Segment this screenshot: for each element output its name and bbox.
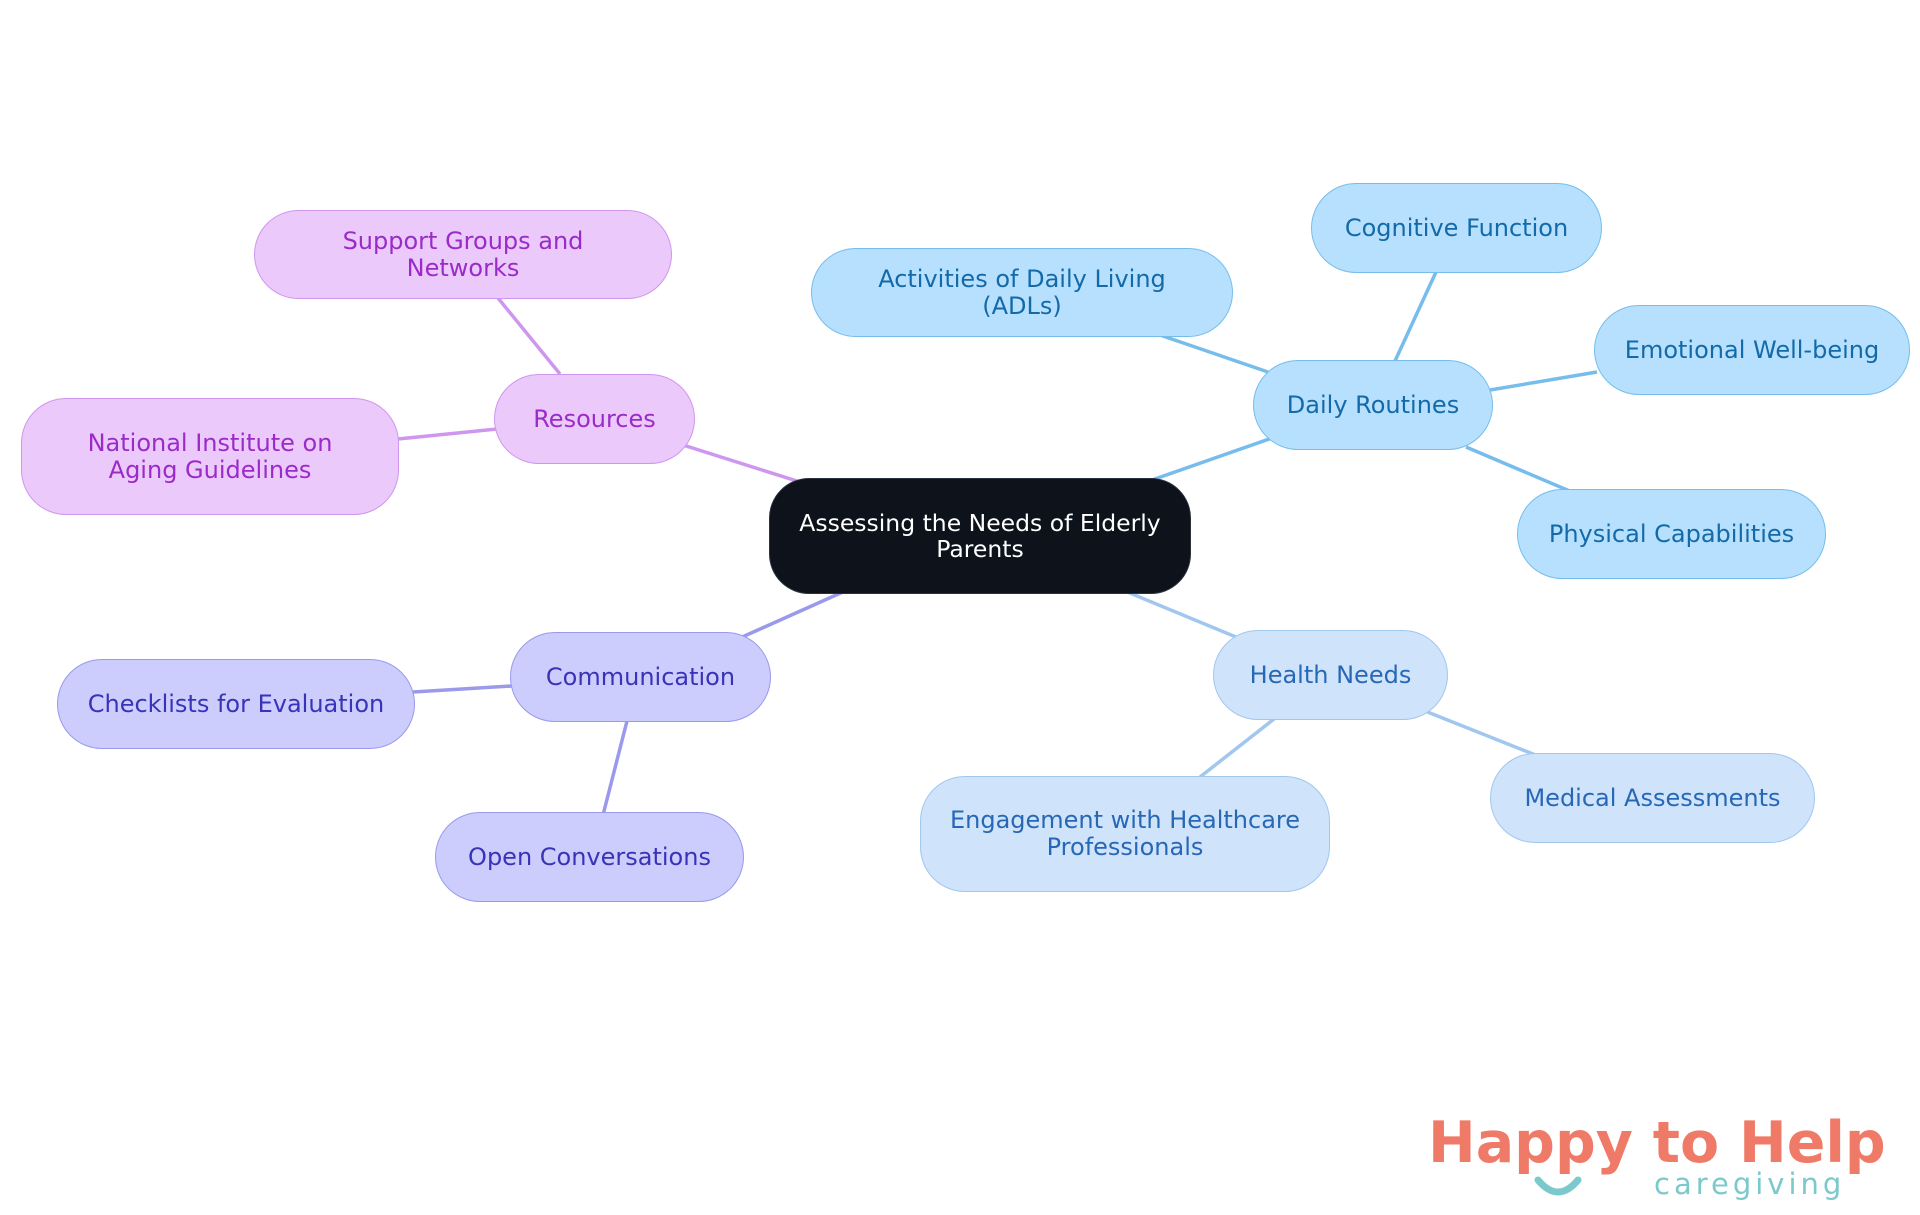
connector-health-engagement bbox=[1198, 717, 1276, 779]
logo-subtitle: caregiving bbox=[1654, 1167, 1845, 1201]
connector-root-communication bbox=[739, 589, 846, 640]
leaf-adls: Activities of Daily Living (ADLs) bbox=[811, 248, 1233, 337]
connector-daily-adls bbox=[1159, 333, 1269, 374]
leaf-nia-guidelines-label: National Institute on Aging Guidelines bbox=[87, 428, 333, 484]
leaf-open-conversations-label: Open Conversations bbox=[468, 842, 711, 871]
logo-title: Happy to Help bbox=[1428, 1110, 1886, 1176]
leaf-emotional-well-being-label: Emotional Well-being bbox=[1624, 335, 1880, 364]
branch-health-needs: Health Needs bbox=[1213, 630, 1448, 720]
branch-daily-routines-label: Daily Routines bbox=[1286, 390, 1460, 419]
leaf-support-groups: Support Groups and Networks bbox=[254, 210, 672, 299]
leaf-cognitive-function: Cognitive Function bbox=[1311, 183, 1602, 273]
connector-communication-open bbox=[601, 720, 629, 816]
smile-icon bbox=[1534, 1176, 1582, 1196]
connector-daily-physical bbox=[1465, 445, 1573, 494]
branch-communication-label: Communication bbox=[545, 662, 736, 691]
connector-root-resources bbox=[682, 443, 801, 484]
leaf-support-groups-label: Support Groups and Networks bbox=[342, 226, 584, 282]
connector-daily-emotional bbox=[1489, 370, 1598, 392]
leaf-emotional-well-being: Emotional Well-being bbox=[1594, 305, 1910, 395]
connector-resources-support bbox=[496, 296, 562, 376]
leaf-engagement-healthcare: Engagement with Healthcare Professionals bbox=[920, 776, 1330, 892]
connector-communication-checklists bbox=[412, 684, 513, 694]
leaf-engagement-healthcare-label: Engagement with Healthcare Professionals bbox=[949, 806, 1301, 861]
root-node-label: Assessing the Needs of Elderly Parents bbox=[799, 508, 1161, 563]
leaf-medical-assessments-label: Medical Assessments bbox=[1524, 783, 1781, 812]
leaf-nia-guidelines: National Institute on Aging Guidelines bbox=[21, 398, 399, 515]
leaf-cognitive-function-label: Cognitive Function bbox=[1344, 213, 1569, 242]
branch-daily-routines: Daily Routines bbox=[1253, 360, 1493, 450]
branch-communication: Communication bbox=[510, 632, 771, 722]
leaf-checklists: Checklists for Evaluation bbox=[57, 659, 415, 749]
leaf-checklists-label: Checklists for Evaluation bbox=[87, 689, 385, 718]
connector-daily-cognitive bbox=[1393, 271, 1438, 362]
connector-health-medical bbox=[1424, 709, 1539, 758]
branch-health-needs-label: Health Needs bbox=[1249, 660, 1412, 689]
connector-root-daily-routines bbox=[1151, 435, 1276, 482]
leaf-adls-label: Activities of Daily Living (ADLs) bbox=[878, 264, 1166, 320]
company-logo: Happy to Help caregiving bbox=[1428, 1110, 1886, 1201]
connector-resources-nia bbox=[397, 427, 498, 441]
root-node: Assessing the Needs of Elderly Parents bbox=[769, 478, 1191, 594]
branch-resources-label: Resources bbox=[533, 404, 656, 433]
leaf-open-conversations: Open Conversations bbox=[435, 812, 744, 902]
connector-root-health-needs bbox=[1124, 589, 1237, 639]
leaf-physical-capabilities-label: Physical Capabilities bbox=[1548, 519, 1795, 548]
leaf-medical-assessments: Medical Assessments bbox=[1490, 753, 1815, 843]
leaf-physical-capabilities: Physical Capabilities bbox=[1517, 489, 1826, 579]
branch-resources: Resources bbox=[494, 374, 695, 464]
